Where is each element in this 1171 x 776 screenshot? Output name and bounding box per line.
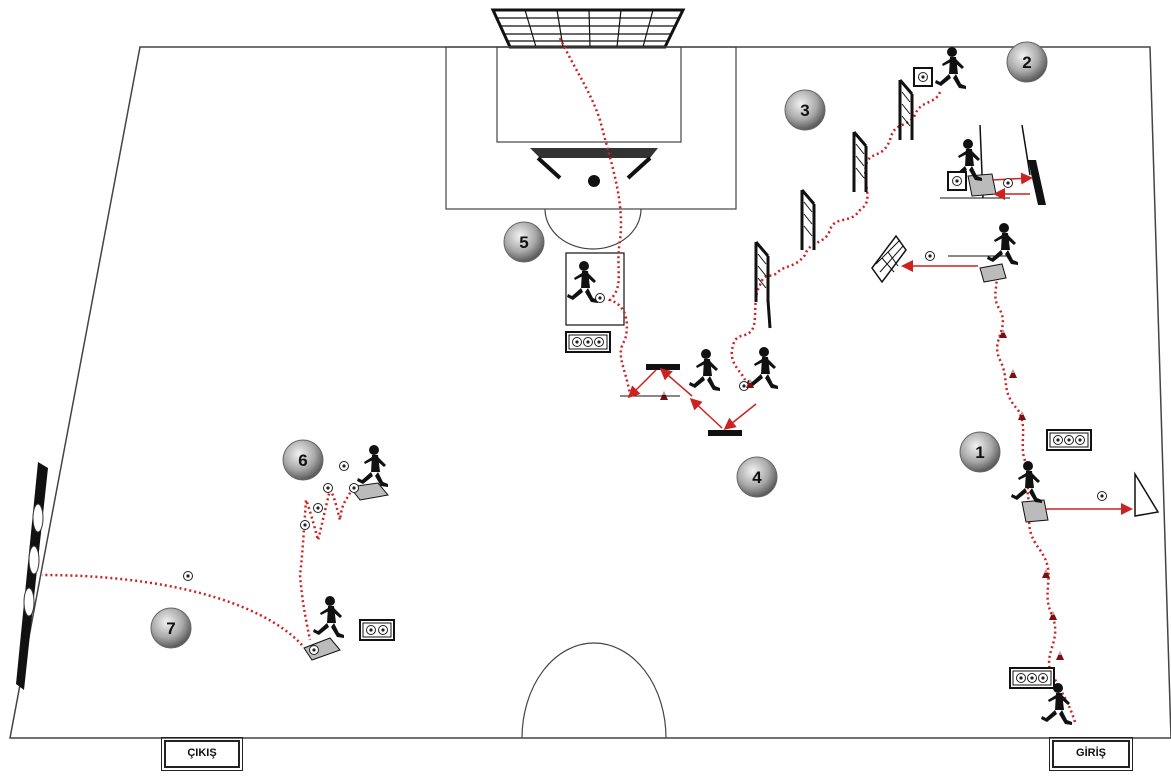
station-badge-4: 4: [736, 456, 778, 498]
station-2-drill: [871, 47, 1046, 284]
entry-gate-label: GİRİŞ: [1049, 737, 1133, 771]
station-7-drill: [41, 571, 394, 661]
ball-box: [566, 332, 610, 352]
penalty-arc: [544, 208, 642, 250]
left-target-goal: [16, 462, 48, 690]
svg-text:6: 6: [298, 451, 307, 470]
station-badge-3: 3: [784, 89, 826, 131]
station-1-drill: [993, 274, 1160, 725]
station-4-drill: [620, 347, 778, 436]
center-arc: [521, 642, 667, 739]
svg-text:5: 5: [519, 233, 528, 252]
station-badge-2: 2: [1006, 41, 1048, 83]
station-badge-1: 1: [959, 431, 1001, 473]
station-6-drill: [298, 445, 389, 641]
svg-text:4: 4: [752, 468, 762, 487]
ball-box: [1010, 668, 1054, 688]
top-goal: [490, 8, 686, 49]
svg-text:3: 3: [800, 101, 809, 120]
ball-box: [1047, 430, 1091, 450]
small-goal-icon: [871, 234, 907, 284]
svg-text:1: 1: [975, 443, 984, 462]
ball-box: [360, 620, 394, 640]
field-boundary: [9, 46, 1171, 739]
mini-goal: [530, 148, 658, 187]
ball-box: [914, 68, 932, 86]
exit-gate-label: ÇIKIŞ: [161, 737, 243, 771]
station-badge-6: 6: [282, 439, 324, 481]
goal-area: [496, 46, 682, 143]
station-badge-7: 7: [150, 607, 192, 649]
station-3-drill: [730, 78, 942, 381]
svg-text:2: 2: [1022, 53, 1031, 72]
station-badge-5: 5: [503, 221, 545, 263]
station-5-drill: [558, 37, 632, 396]
ball-box: [948, 172, 966, 190]
svg-text:7: 7: [166, 619, 175, 638]
